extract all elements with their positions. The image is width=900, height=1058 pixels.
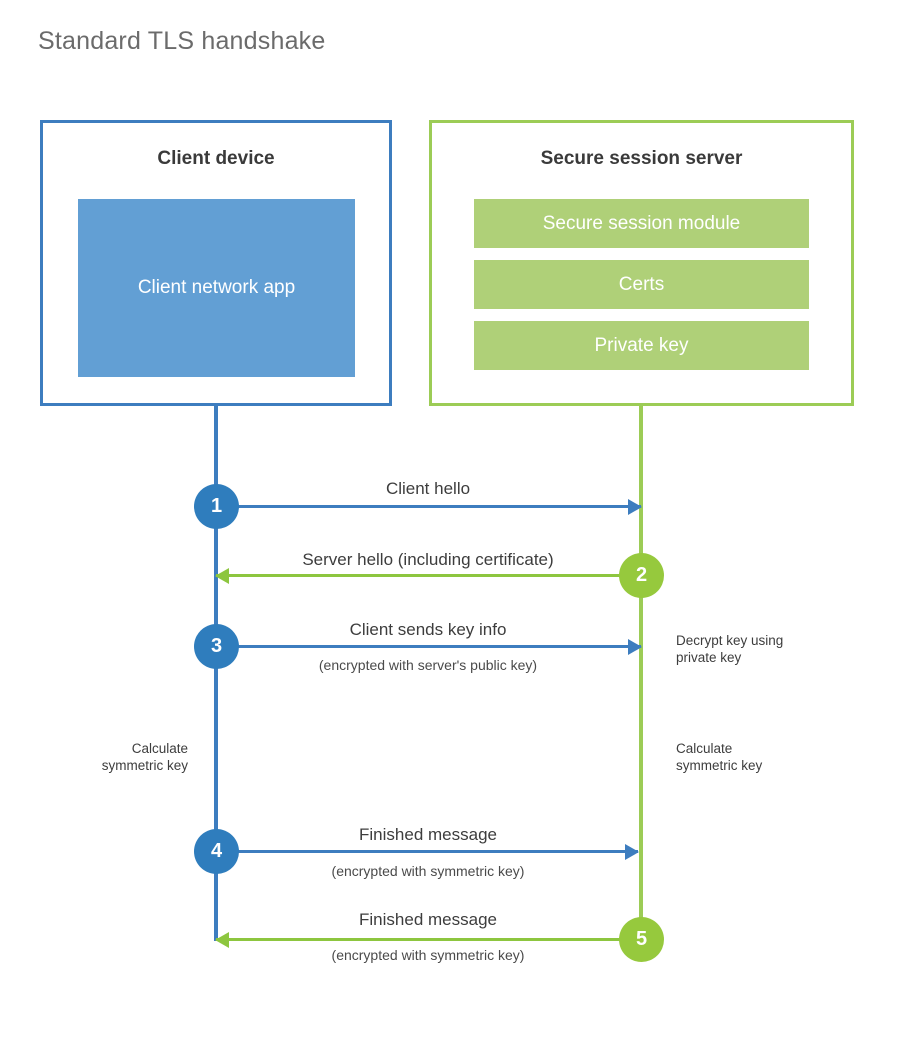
step-marker-3: 3 [194, 624, 239, 669]
step-3-sublabel: (encrypted with server's public key) [318, 657, 538, 673]
step-5-sublabel: (encrypted with symmetric key) [331, 947, 525, 963]
server-component-certs: Certs [474, 260, 809, 309]
page-title: Standard TLS handshake [38, 27, 326, 55]
annotation-decrypt-key: Decrypt key using private key [676, 633, 784, 666]
arrow-step-4 [216, 843, 639, 860]
client-lifeline [214, 406, 218, 941]
arrowhead-left-icon [215, 931, 229, 948]
annotation-client-calculate-symmetric-key: Calculate symmetric key [101, 741, 188, 774]
step-4-sublabel: (encrypted with symmetric key) [331, 863, 525, 879]
client-device-title: Client device [157, 148, 275, 169]
server-component-list: Secure session module Certs Private key [474, 199, 809, 370]
secure-session-server-title: Secure session server [540, 148, 743, 169]
annotation-server-calculate-symmetric-key: Calculate symmetric key [676, 741, 763, 774]
arrowhead-right-icon [628, 498, 642, 515]
arrowhead-left-icon [215, 567, 229, 584]
server-component-secure-session-module: Secure session module [474, 199, 809, 248]
arrow-step-2 [215, 567, 641, 584]
step-marker-4: 4 [194, 829, 239, 874]
step-4-label: Finished message [359, 825, 497, 844]
arrowhead-right-icon [625, 843, 639, 860]
arrow-step-3 [216, 638, 642, 655]
secure-session-server-box: Secure session server Secure session mod… [429, 120, 854, 406]
arrowhead-right-icon [628, 638, 642, 655]
step-marker-2: 2 [619, 553, 664, 598]
step-marker-1: 1 [194, 484, 239, 529]
step-3-label: Client sends key info [349, 620, 507, 639]
step-5-label: Finished message [359, 910, 497, 929]
arrow-step-1 [216, 498, 642, 515]
client-network-app-block: Client network app [78, 199, 355, 377]
client-device-box: Client device Client network app [40, 120, 392, 406]
step-marker-5: 5 [619, 917, 664, 962]
arrow-step-5 [215, 931, 641, 948]
server-lifeline [639, 406, 643, 941]
server-component-private-key: Private key [474, 321, 809, 370]
step-2-label: Server hello (including certificate) [302, 550, 554, 569]
step-1-label: Client hello [385, 479, 471, 498]
